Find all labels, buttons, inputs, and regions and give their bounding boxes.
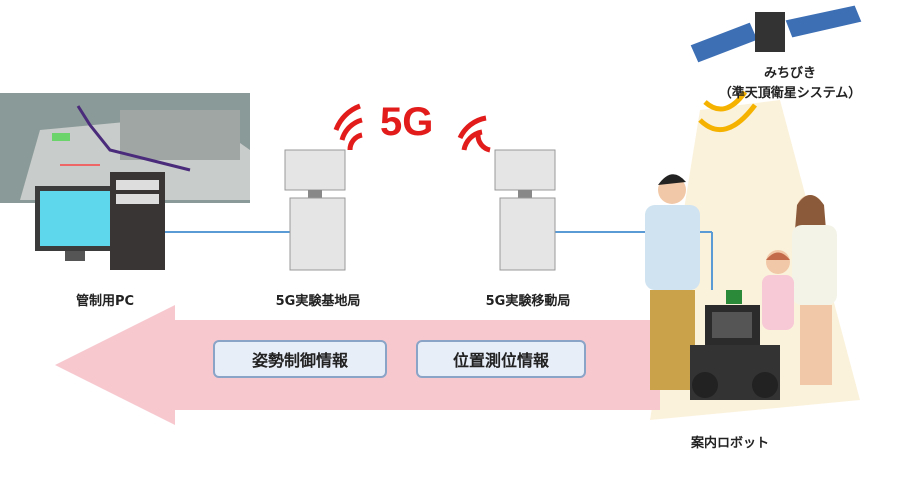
satellite-icon [689, 4, 863, 64]
signal-crescent-icon [698, 90, 757, 132]
control-pc-icon [35, 172, 165, 270]
attitude-control-info-box: 姿勢制御情報 [213, 340, 387, 378]
base-station-icon [284, 149, 346, 271]
robot-icon [690, 290, 780, 400]
base-station-label: 5G実験基地局 [275, 294, 361, 309]
robot-label: 案内ロボット [690, 436, 770, 451]
positioning-info-box: 位置測位情報 [416, 340, 586, 378]
satellite-name: みちびき [763, 66, 817, 81]
satellite-description: （準天頂衛星システム） [718, 86, 862, 101]
signal-waves-icon [333, 103, 491, 153]
control-pc-label: 管制用PC [75, 294, 135, 309]
map-screenshot [0, 93, 250, 203]
mobile-station-icon [494, 149, 556, 271]
people-illustration [645, 174, 837, 390]
5g-title: 5G [380, 100, 434, 144]
mobile-station-label: 5G実験移動局 [485, 294, 571, 309]
